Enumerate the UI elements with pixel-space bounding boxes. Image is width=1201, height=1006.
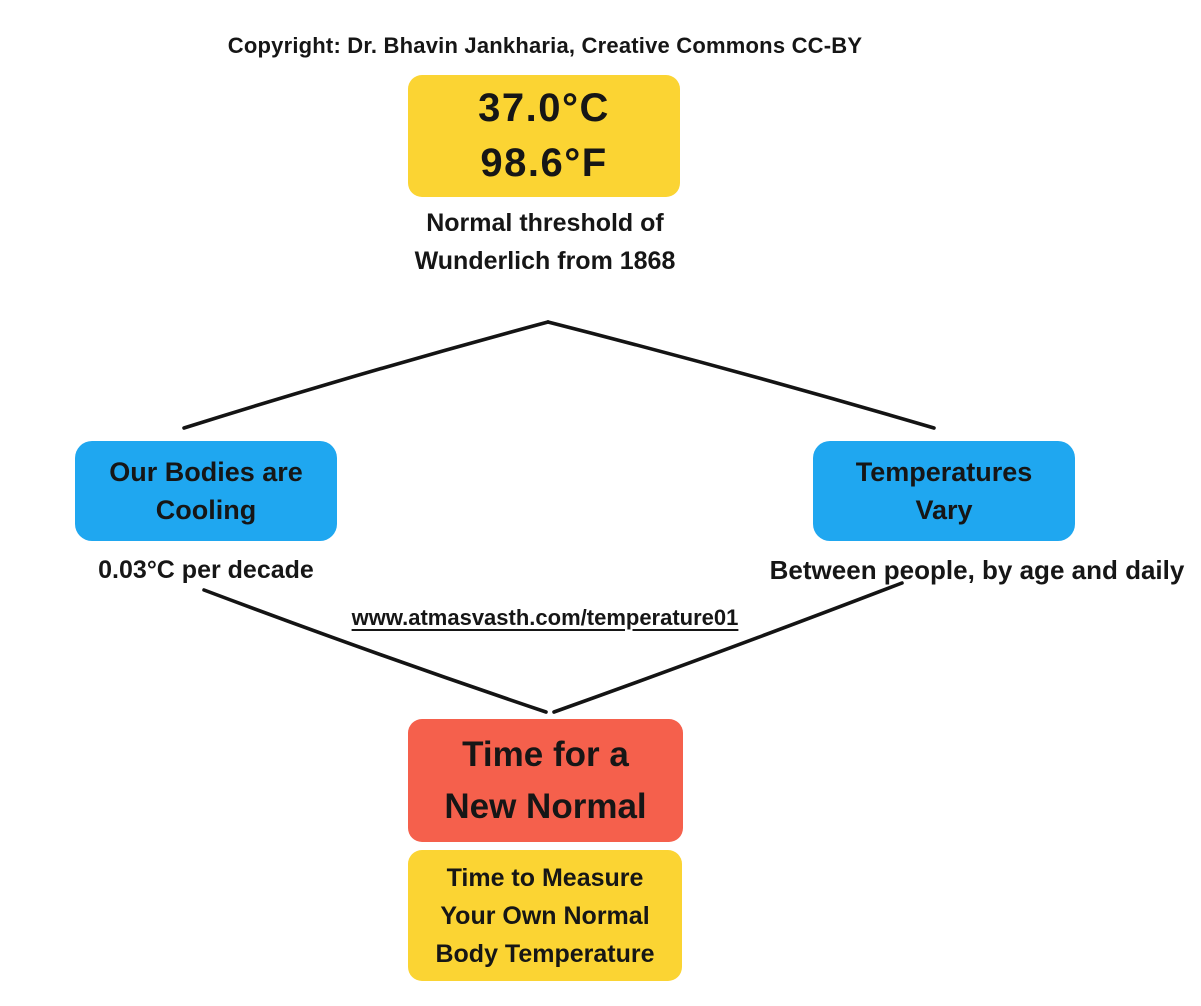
measure-box: Time to Measure Your Own Normal Body Tem… <box>408 850 682 981</box>
website-link[interactable]: www.atmasvasth.com/temperature01 <box>351 605 739 630</box>
threshold-value-celsius: 37.0°C <box>478 86 610 130</box>
edge-threshold-to-cooling <box>182 320 550 430</box>
vary-caption: Between people, by age and daily <box>769 555 1185 585</box>
threshold-box: 37.0°C 98.6°F <box>408 75 680 197</box>
cooling-caption: 0.03°C per decade <box>98 556 314 584</box>
cooling-box: Our Bodies are Cooling <box>75 441 337 541</box>
vary-box: Temperatures Vary <box>813 441 1075 541</box>
threshold-value-fahrenheit: 98.6°F <box>480 141 608 185</box>
new-normal-box: Time for a New Normal <box>408 719 683 842</box>
cooling-box-label: Our Bodies are Cooling <box>109 457 303 525</box>
vary-box-label: Temperatures Vary <box>855 457 1033 525</box>
new-normal-box-label: Time for a New Normal <box>444 734 647 826</box>
threshold-caption: Normal threshold of Wunderlich from 1868 <box>414 209 676 275</box>
copyright-text: Copyright: Dr. Bhavin Jankharia, Creativ… <box>227 33 863 58</box>
measure-box-label: Time to Measure Your Own Normal Body Tem… <box>435 863 655 968</box>
edge-threshold-to-vary <box>546 320 936 430</box>
